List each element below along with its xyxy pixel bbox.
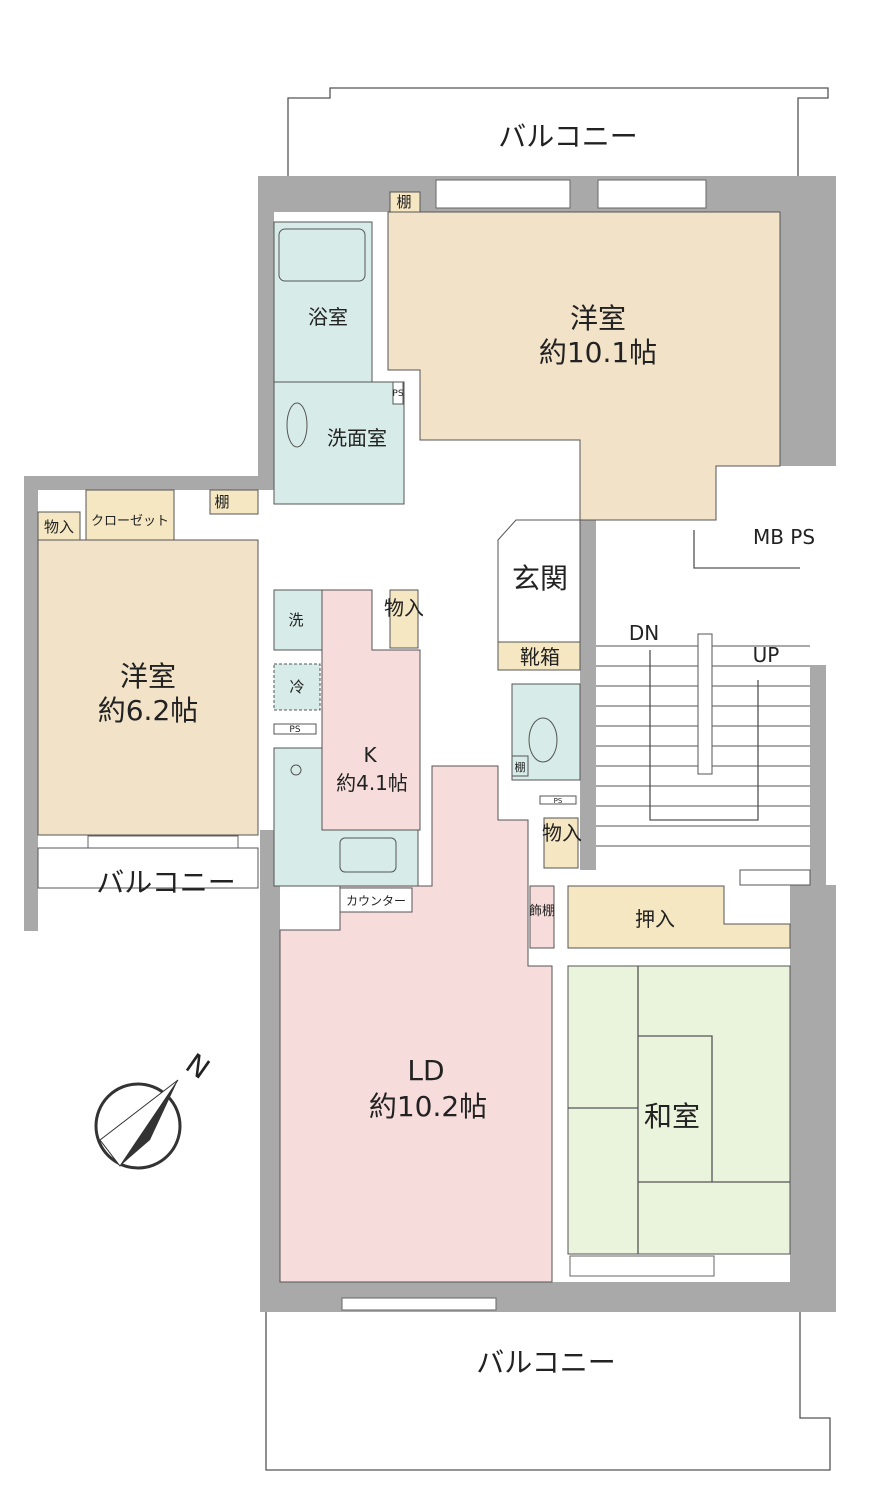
fridge-space xyxy=(273,663,321,711)
oshiire xyxy=(567,885,791,949)
entrance-label: 玄関 xyxy=(512,562,568,595)
fridge-label: 冷 xyxy=(289,678,304,696)
balcony-bottom-outline xyxy=(265,1300,831,1471)
balcony-top-label: バルコニー xyxy=(498,120,637,153)
wall-stair-left xyxy=(580,520,596,870)
room-washroom xyxy=(273,381,405,505)
western2-size: 約6.2帖 xyxy=(98,694,199,727)
wall-stair-right xyxy=(810,665,826,885)
ps-box-kitchen xyxy=(273,723,317,735)
storage-small xyxy=(37,511,81,541)
decor-shelf-label: 飾棚 xyxy=(529,904,555,919)
western2-name: 洋室 xyxy=(120,660,176,693)
shelf-toilet xyxy=(511,755,529,777)
shelf-top-label: 棚 xyxy=(396,193,411,211)
ld-size: 約10.2帖 xyxy=(369,1090,487,1123)
kitchen-storage xyxy=(389,589,419,649)
shoe-box-label: 靴箱 xyxy=(520,645,560,669)
kitchen-name: K xyxy=(363,743,377,767)
compass-north-label: N xyxy=(180,1047,216,1086)
stairs-up-label: UP xyxy=(753,643,780,667)
window-top-2 xyxy=(597,179,707,209)
wall-far-left xyxy=(24,476,38,931)
mb-ps-outline xyxy=(693,530,800,569)
staircase xyxy=(596,633,811,886)
closet-label: クローゼット xyxy=(91,514,169,529)
tatami-lines xyxy=(568,966,790,1254)
bathtub-icon xyxy=(278,228,366,282)
ps-label-kitchen: PS xyxy=(289,725,300,735)
western1-size: 約10.1帖 xyxy=(539,336,657,369)
ld-name: LD xyxy=(407,1054,444,1087)
shelf-toilet-label: 棚 xyxy=(515,760,526,774)
kitchen-counter xyxy=(273,747,419,887)
ps-label-upper: PS xyxy=(392,389,403,399)
kitchen-storage-label: 物入 xyxy=(384,596,424,620)
hall-storage-label: 物入 xyxy=(542,821,582,845)
shelf-left xyxy=(209,489,259,515)
counter-label: カウンター xyxy=(346,894,406,908)
sink-icon xyxy=(286,402,308,448)
wall-left-upper xyxy=(258,176,274,476)
ps-box-toilet xyxy=(539,795,577,805)
shelf-left-label: 棚 xyxy=(214,493,229,511)
compass-icon xyxy=(94,1079,182,1170)
window-ld xyxy=(341,1297,497,1311)
window-washitsu xyxy=(569,1255,715,1277)
wall-left-room-top xyxy=(24,476,274,490)
shelf-top xyxy=(389,191,421,213)
balcony-bottom-label: バルコニー xyxy=(476,1346,615,1379)
washitsu-name: 和室 xyxy=(644,1100,700,1133)
washer-label: 洗 xyxy=(288,611,303,629)
closet xyxy=(85,489,175,541)
ps-box-upper xyxy=(392,381,404,405)
mb-ps-label: MB PS xyxy=(753,525,815,549)
room-western-6 xyxy=(37,539,259,836)
storage-small-label: 物入 xyxy=(44,518,74,536)
kitchen-size: 約4.1帖 xyxy=(336,771,408,795)
window-western2 xyxy=(87,835,239,849)
decor-shelf xyxy=(529,885,555,949)
shoe-box xyxy=(497,641,581,671)
stove-icon xyxy=(290,764,302,776)
oshiire-label: 押入 xyxy=(635,907,675,931)
washroom-label: 洗面室 xyxy=(327,426,387,450)
room-washitsu xyxy=(567,965,791,1255)
washer-space xyxy=(273,589,323,651)
entrance xyxy=(497,519,581,643)
balcony-left xyxy=(37,847,259,889)
bath-label: 浴室 xyxy=(308,305,348,329)
window-top-1 xyxy=(435,179,571,209)
kitchen-sink-icon xyxy=(339,837,397,873)
toilet-icon xyxy=(528,717,558,763)
wall-right-lower xyxy=(790,885,836,1305)
wall-right-upper xyxy=(780,176,836,466)
balcony-left-label: バルコニー xyxy=(96,866,235,899)
stairs-down-label: DN xyxy=(629,621,659,645)
balcony-top-outline xyxy=(287,87,829,176)
wall-ld-left xyxy=(260,830,280,1300)
ps-label-toilet: PS xyxy=(554,797,563,805)
counter xyxy=(339,887,413,913)
western1-name: 洋室 xyxy=(570,302,626,335)
hall-storage xyxy=(543,817,579,869)
